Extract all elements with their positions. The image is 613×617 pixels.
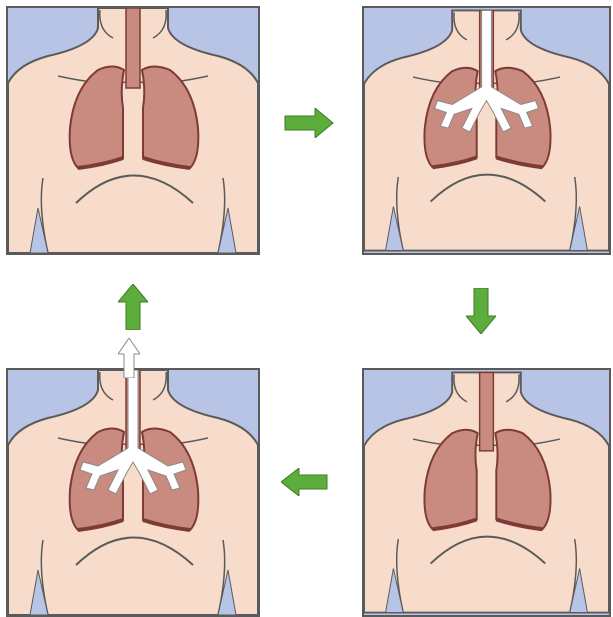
torso-lungs-inhale-illustration: [364, 8, 609, 253]
torso-lungs-illustration: [8, 8, 258, 253]
panel-exhalation: [6, 368, 260, 617]
panel-hold: [362, 368, 611, 617]
panel-inhalation: [362, 6, 611, 255]
panel-rest: [6, 6, 260, 255]
torso-lungs-illustration: [364, 370, 609, 615]
air-out-arrow-icon: [118, 338, 140, 378]
arrow-up-icon: [118, 284, 148, 330]
arrow-left-icon: [281, 468, 329, 496]
arrow-down-icon: [466, 288, 496, 334]
arrow-right-icon: [283, 108, 335, 138]
torso-lungs-exhale-illustration: [8, 370, 258, 615]
